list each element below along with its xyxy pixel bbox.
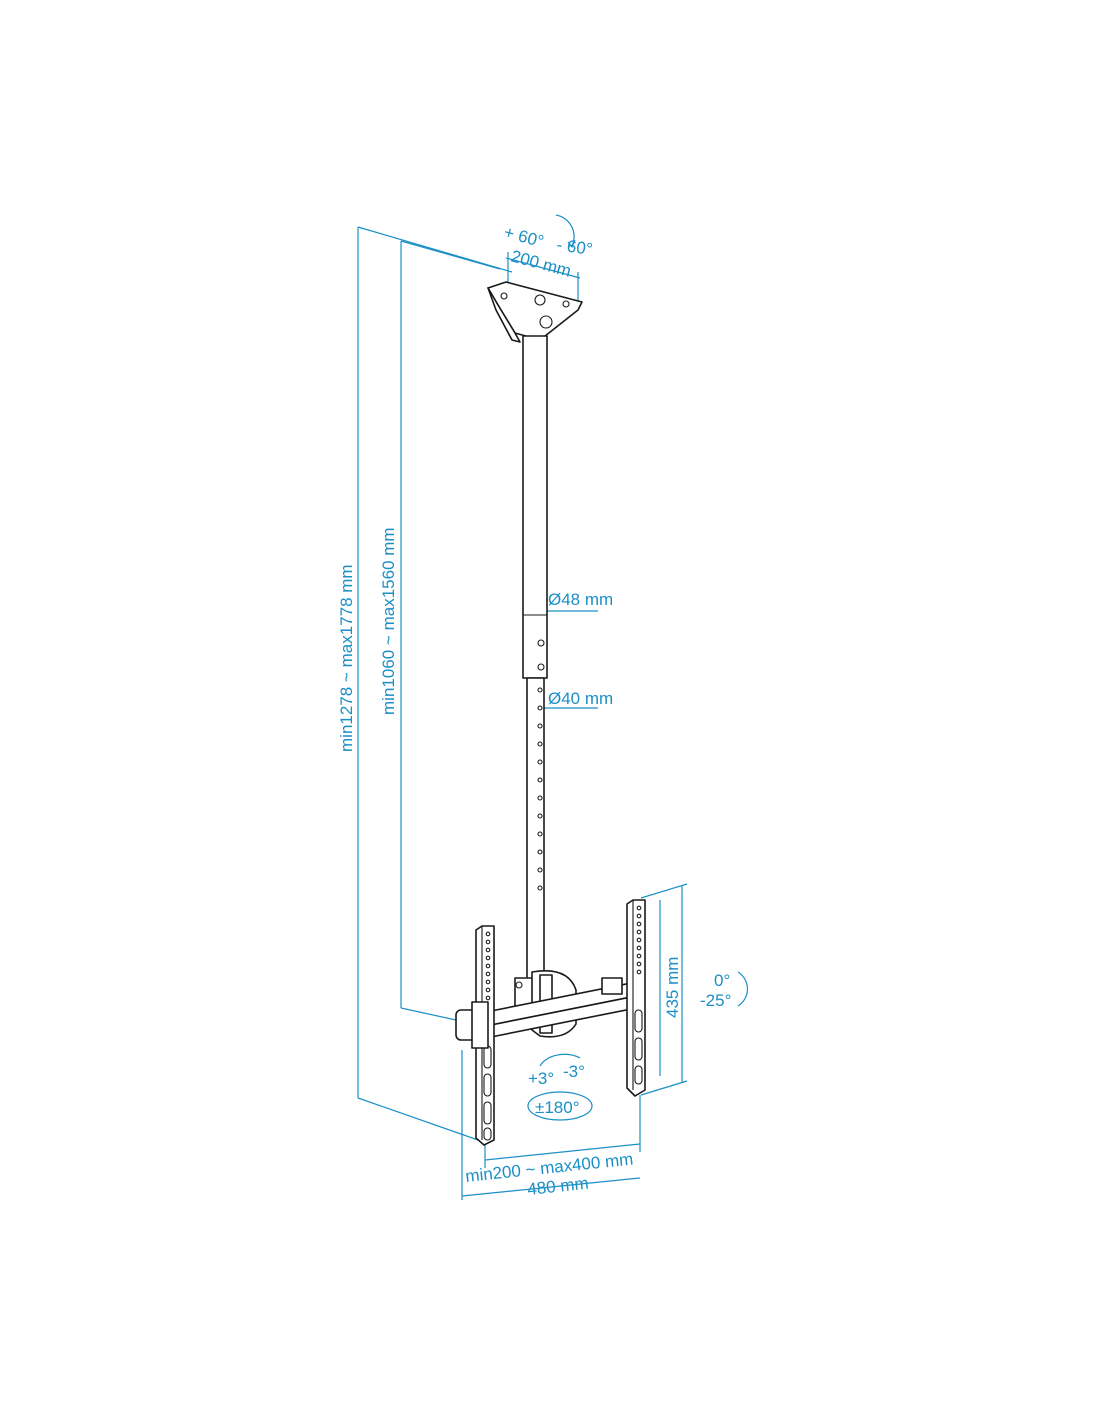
lower-diameter-label: Ø40 mm xyxy=(548,689,613,708)
level-minus-label: -3° xyxy=(563,1062,585,1081)
upper-pole-bolt-1 xyxy=(537,639,545,647)
bracket-hole xyxy=(485,963,491,969)
left-bracket xyxy=(455,925,495,1146)
swivel-arrow xyxy=(567,239,576,249)
bracket-hole xyxy=(485,931,491,937)
bracket-hole xyxy=(485,987,491,993)
bracket-slot xyxy=(483,1073,492,1097)
pole-adjust-hole xyxy=(537,795,543,801)
bracket-hole xyxy=(636,969,642,975)
upper-diameter-label: Ø48 mm xyxy=(548,590,613,609)
lower-pole-holes xyxy=(537,687,543,891)
bracket-hole xyxy=(636,929,642,935)
cross-bar-stop xyxy=(601,977,623,995)
bracket-hole xyxy=(485,971,491,977)
lower-pole-tube xyxy=(526,677,545,981)
ceiling-plate-screw xyxy=(534,294,546,306)
ceiling-plate-hole-right xyxy=(562,300,570,308)
bracket-hole xyxy=(485,947,491,953)
pole-adjust-hole xyxy=(537,813,543,819)
vesa-span-line xyxy=(484,1143,641,1161)
pole-adjust-hole xyxy=(537,885,543,891)
rotation-ellipse xyxy=(527,1091,593,1121)
bracket-hole xyxy=(636,953,642,959)
bracket-hole xyxy=(485,995,491,1001)
swivel-arc xyxy=(555,214,575,247)
pole-adjust-hole xyxy=(537,687,543,693)
bracket-hole xyxy=(485,955,491,961)
left-bracket-lock xyxy=(471,1001,489,1049)
pole-adjust-hole xyxy=(537,831,543,837)
lower-pole xyxy=(526,677,545,981)
rotation-label: ±180° xyxy=(535,1098,580,1117)
bracket-slot xyxy=(634,1065,643,1085)
bracket-slot xyxy=(483,1127,492,1141)
bracket-height-label: 435 mm xyxy=(663,957,682,1018)
right-bracket-holes xyxy=(634,905,643,1085)
bracket-slot xyxy=(483,1101,492,1125)
bracket-hole xyxy=(485,979,491,985)
level-arc xyxy=(539,1053,581,1067)
ceiling-plate-bolt xyxy=(539,315,553,329)
bracket-hole xyxy=(636,945,642,951)
tilt-head-bolt xyxy=(515,981,523,989)
bracket-hole xyxy=(636,921,642,927)
total-height-label: min1278 ~ max1778 mm xyxy=(337,564,356,752)
bracket-slot xyxy=(634,1009,643,1033)
bracket-height-bottom-ext xyxy=(640,1080,688,1096)
upper-pole-tube xyxy=(522,335,548,679)
left-bracket-holes xyxy=(483,931,492,1141)
tilt-bottom-label: -25° xyxy=(700,991,731,1010)
total-height-top-ext xyxy=(357,226,513,273)
bracket-hole xyxy=(636,937,642,943)
pole-height-bottom-ext xyxy=(400,1007,457,1021)
bracket-hole xyxy=(636,913,642,919)
right-bracket xyxy=(626,899,646,1097)
ceiling-width-line xyxy=(505,257,581,279)
ceiling-plate xyxy=(487,281,583,343)
bracket-height-top-ext xyxy=(640,883,688,899)
tilt-top-label: 0° xyxy=(714,971,730,990)
pole-adjust-hole xyxy=(537,759,543,765)
pole-adjust-hole xyxy=(537,849,543,855)
pole-adjust-hole xyxy=(537,741,543,747)
total-height-bottom-ext xyxy=(357,1097,479,1141)
width-line xyxy=(461,1177,641,1197)
pole-adjust-hole xyxy=(537,777,543,783)
bracket-hole xyxy=(485,939,491,945)
bracket-slot xyxy=(483,1045,492,1069)
ceiling-plate-hole-left xyxy=(500,292,508,300)
pole-adjust-hole xyxy=(537,705,543,711)
tilt-arc xyxy=(737,971,748,1007)
upper-pole xyxy=(522,335,548,679)
pole-height-label: min1060 ~ max1560 mm xyxy=(379,527,398,715)
upper-pole-bolt-2 xyxy=(537,663,545,671)
swivel-minus-label: - 60° xyxy=(555,235,593,259)
bracket-hole xyxy=(636,905,642,911)
pole-height-top-ext xyxy=(400,240,501,270)
bracket-slot xyxy=(634,1037,643,1061)
pole-adjust-hole xyxy=(537,867,543,873)
swivel-plus-label: + 60° xyxy=(502,223,546,252)
level-plus-label: +3° xyxy=(528,1069,554,1088)
pole-adjust-hole xyxy=(537,723,543,729)
ceiling-plate-side xyxy=(487,287,521,343)
bracket-hole xyxy=(636,961,642,967)
